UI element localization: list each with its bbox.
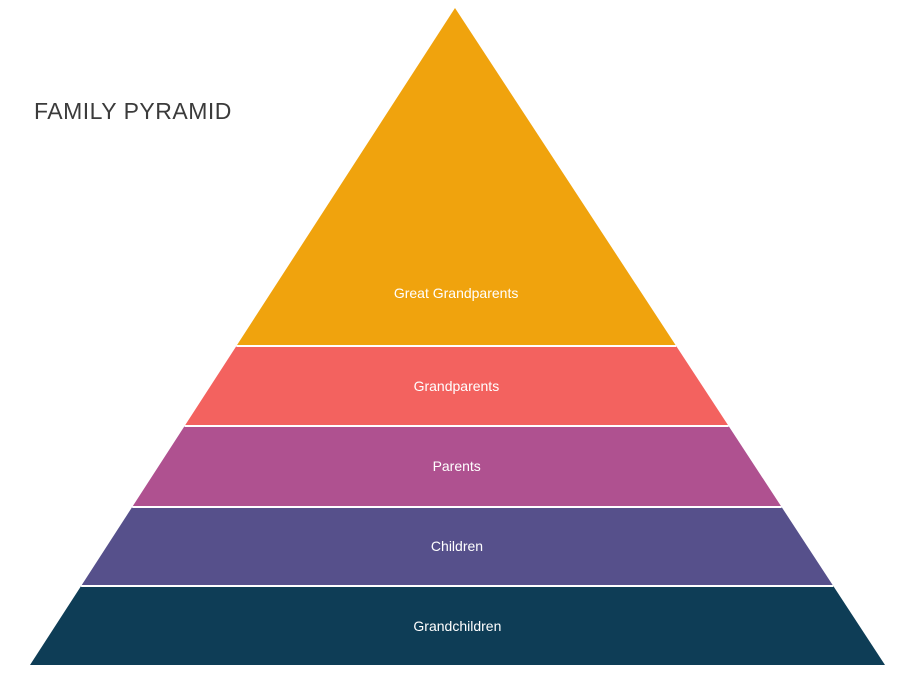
pyramid-layer-grandchildren[interactable] [30, 586, 885, 665]
layer-label-children: Children [431, 538, 483, 554]
page-title: FAMILY PYRAMID [34, 98, 232, 124]
pyramid-layer-great-grandparents[interactable] [236, 8, 677, 346]
pyramid-layer-grandparents[interactable] [184, 346, 729, 426]
pyramid-divider-lines [81, 345, 834, 587]
pyramid-layer-parents[interactable] [132, 426, 782, 507]
pyramid-layers [30, 8, 885, 665]
layer-label-parents: Parents [433, 458, 481, 474]
pyramid-layer-children[interactable] [81, 507, 834, 586]
layer-label-grandparents: Grandparents [414, 378, 500, 394]
pyramid-layer-labels: Great Grandparents Grandparents Parents … [394, 285, 519, 634]
layer-label-grandchildren: Grandchildren [413, 618, 501, 634]
layer-label-great-grandparents: Great Grandparents [394, 285, 519, 301]
